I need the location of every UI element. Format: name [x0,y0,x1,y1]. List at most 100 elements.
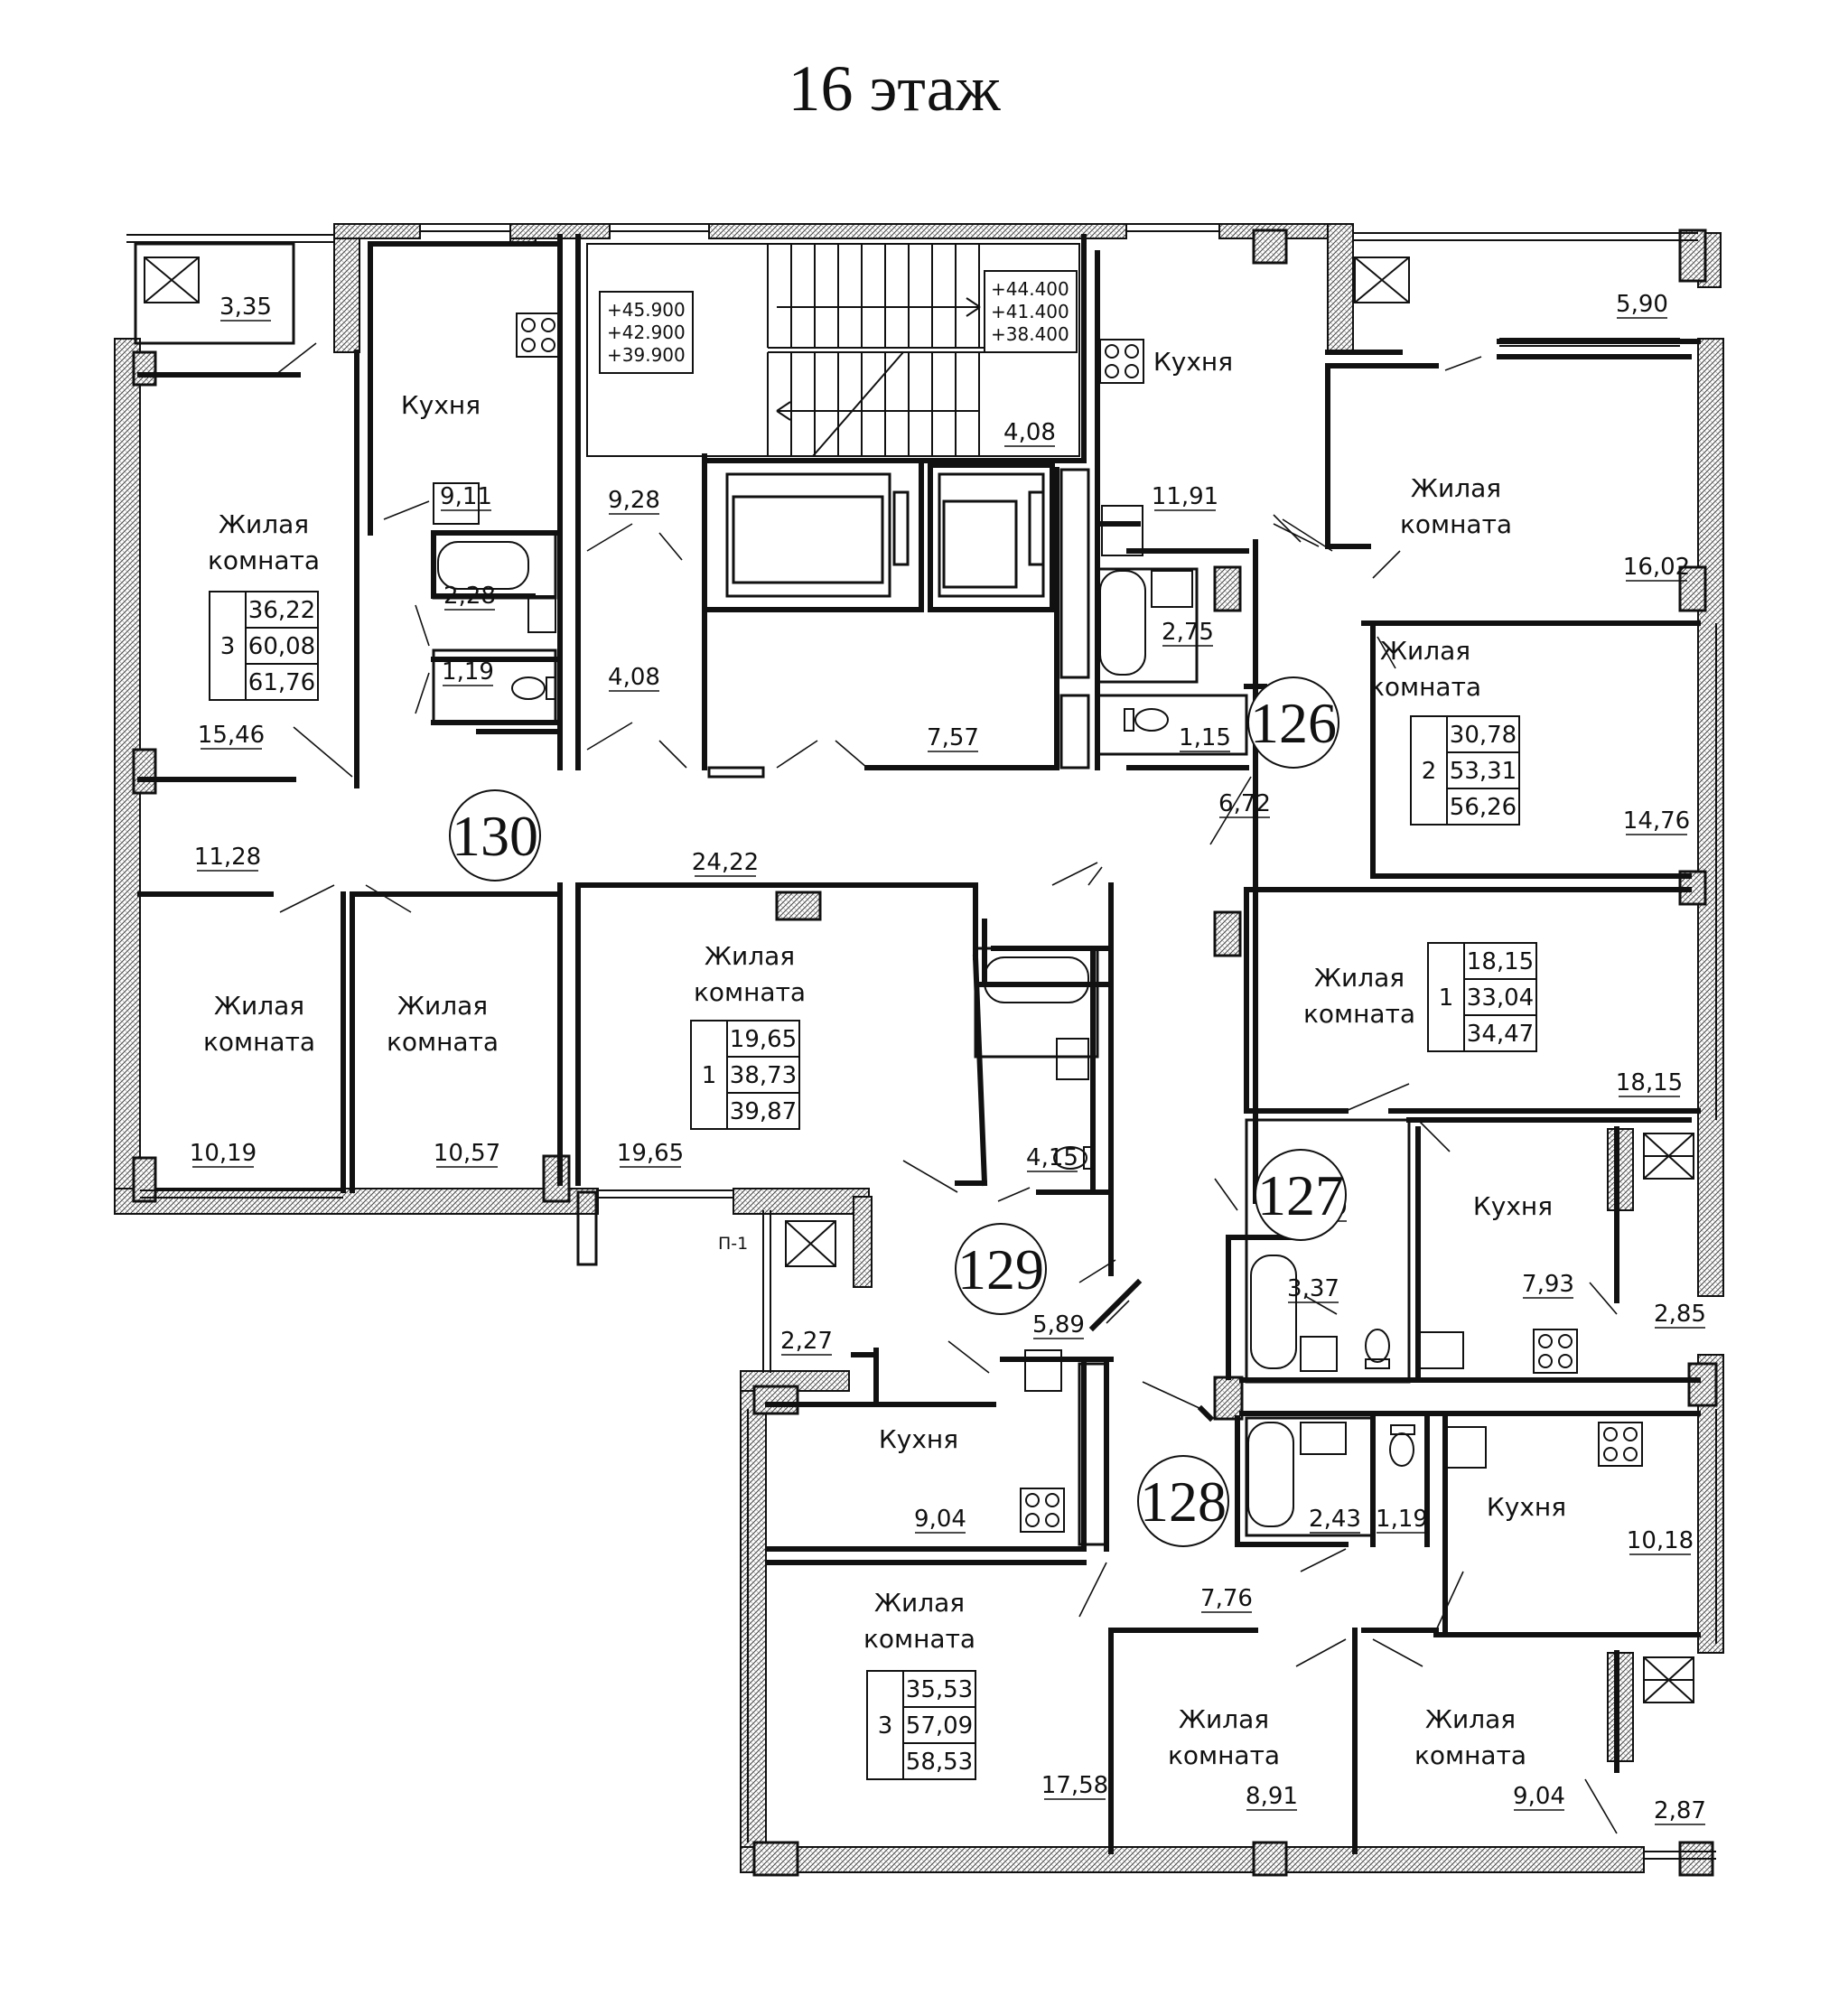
apartment-number-text: 126 [1250,691,1337,755]
area-total: 53,31 [1450,758,1517,785]
apartment-table-130: 3 36,22 60,08 61,76 [209,591,319,701]
apartment-table-129: 1 19,65 38,73 39,87 [690,1020,800,1130]
elevators [702,458,1055,612]
area-total: 30,78 [1450,722,1517,749]
apartment-numbers: 130 126 127 129 128 [449,676,1347,1547]
room-area-value: 9,04 [1513,1783,1565,1810]
vent-label: П-1 [718,1234,748,1254]
room-area-value: 4,08 [608,664,660,691]
room-area-value: 2,28 [443,583,496,610]
room-area-value: 10,19 [190,1140,257,1167]
room-area-value: 6,72 [1218,790,1271,817]
area-total: 39,87 [730,1098,797,1125]
area-total: 19,65 [730,1026,797,1053]
area-total: 33,04 [1467,984,1534,1012]
room-area-value: 9,28 [608,487,660,514]
room-area-value: 2,43 [1309,1506,1361,1533]
apartment-number-128: 128 [1137,1455,1229,1547]
door-swings [275,342,1618,1834]
room-area-value: 15,46 [198,722,265,749]
level-mark: +38.400 [991,323,1069,345]
area-total: 18,15 [1467,948,1534,975]
room-area-value: 4,08 [1003,419,1056,446]
room-count: 1 [702,1062,717,1089]
apartment-number-127: 127 [1255,1149,1347,1241]
room-label: Кухня [1487,1492,1566,1522]
apartment-number-130: 130 [449,789,541,882]
area-total: 35,53 [906,1676,973,1703]
room-area-value: 1,19 [442,658,494,686]
apartment-number-126: 126 [1247,676,1339,769]
area-total: 56,26 [1450,794,1517,821]
room-area-value: 11,28 [194,844,261,871]
level-mark: +39.900 [607,344,686,366]
room-count: 1 [1439,984,1454,1012]
room-area-value: 2,75 [1162,619,1214,646]
room-area-value: 24,22 [692,849,759,876]
stove-icons [516,313,1643,1533]
apartment-number-text: 127 [1257,1163,1344,1227]
room-area-value: 18,15 [1616,1069,1683,1096]
area-total: 34,47 [1467,1021,1534,1048]
room-area-value: 17,58 [1041,1772,1108,1799]
apartment-number-text: 128 [1140,1469,1227,1534]
room-area-value: 3,35 [219,294,272,321]
level-mark: +45.900 [607,299,686,321]
area-total: 58,53 [906,1749,973,1776]
room-area-value: 8,91 [1246,1783,1298,1810]
windows [126,223,1724,1860]
apartment-number-text: 129 [957,1237,1044,1301]
room-label: Кухня [1153,347,1233,377]
room-label: Кухня [1473,1191,1553,1221]
room-area-value: 7,76 [1200,1585,1253,1612]
room-label: Кухня [879,1424,958,1454]
apartment-table-128: 3 35,53 57,09 58,53 [866,1670,976,1780]
level-marks: +45.900 +42.900 +39.900 +44.400 +41.400 … [599,270,1078,1254]
room-area-value: 9,11 [440,483,492,510]
area-total: 57,09 [906,1712,973,1740]
level-mark: +44.400 [991,278,1069,300]
room-area-value: 4,15 [1026,1144,1078,1171]
room-area-value: 1,15 [1179,724,1231,751]
apartment-number-129: 129 [955,1223,1047,1315]
room-area-value: 11,91 [1152,483,1218,510]
area-total: 60,08 [248,633,315,660]
level-mark: +42.900 [607,322,686,343]
room-area-value: 2,87 [1654,1797,1706,1824]
room-area-value: 5,89 [1032,1311,1085,1339]
room-area-value: 7,93 [1522,1271,1574,1298]
room-area-value: 10,18 [1627,1527,1694,1554]
area-total: 36,22 [248,597,315,624]
level-mark: +41.400 [991,301,1069,322]
room-area-value: 7,57 [927,724,979,751]
room-area-value: 19,65 [617,1140,684,1167]
room-area-value: 9,04 [914,1506,966,1533]
apartment-summary-tables: 336,2260,0861,76230,7853,3156,26118,1533… [209,591,1537,1780]
room-label: Кухня [401,390,481,420]
room-area-value: 10,57 [434,1140,500,1167]
room-count: 3 [878,1712,893,1740]
apartment-number-text: 130 [452,804,538,868]
room-area-value: 1,19 [1376,1506,1428,1533]
room-count: 3 [220,633,236,660]
partitions [134,242,1411,1546]
staircase [586,243,1080,457]
area-total: 38,73 [730,1062,797,1089]
floor-title: 16 этаж [789,52,1002,125]
room-area-value: 16,02 [1623,554,1690,581]
room-area-value: 2,27 [780,1328,833,1355]
room-area-value: 2,85 [1654,1301,1706,1328]
apartment-table-127: 1 18,15 33,04 34,47 [1427,942,1537,1052]
area-total: 61,76 [248,669,315,696]
